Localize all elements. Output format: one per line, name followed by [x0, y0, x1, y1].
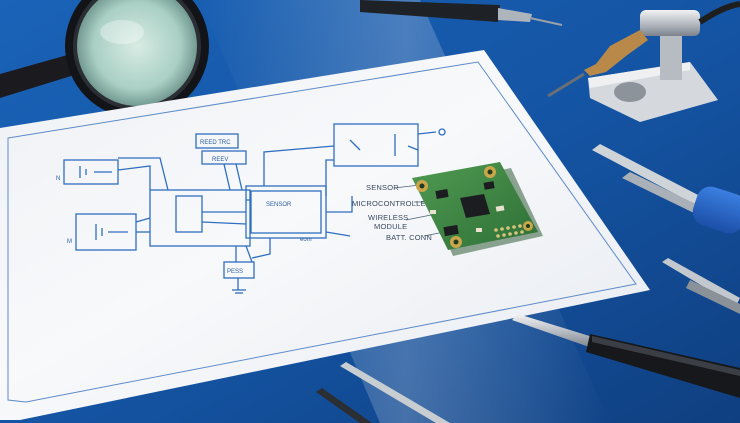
annotation-sensor: SENSOR	[366, 183, 399, 192]
schematic-label-top2: REEV	[212, 157, 228, 163]
schematic-label-top1: REED TRC	[200, 140, 231, 146]
bottom-tweezers-icon	[316, 362, 450, 423]
schematic-sensor-label: SENSOR	[266, 202, 292, 208]
magnifying-glass-icon	[0, 0, 209, 118]
probe-icon	[662, 258, 740, 314]
annotation-wireless-2: MODULE	[374, 222, 407, 231]
battery-block	[63, 159, 119, 185]
schematic-bottom-label: PESS	[227, 269, 243, 275]
schematic-diagram	[63, 123, 446, 294]
schematic-paper	[0, 50, 650, 420]
relay-block	[333, 123, 419, 167]
schematic-left-n: N	[56, 176, 60, 182]
microcontroller-chip-icon	[460, 194, 490, 218]
annotation-wireless-1: WIRELESS	[368, 213, 408, 222]
schematic-sub-label: eom	[300, 237, 312, 243]
annotation-microcontroller: MICROCONTROLLER	[352, 199, 432, 208]
tweezers-icon	[592, 144, 740, 234]
screwdriver-icon	[512, 314, 740, 398]
soldering-iron-top-icon	[360, 0, 563, 26]
soldering-iron-icon	[547, 1, 740, 122]
annotation-batt: BATT. CONN	[386, 233, 432, 242]
pcb-module	[412, 162, 543, 256]
schematic-left-m: M	[67, 239, 72, 245]
